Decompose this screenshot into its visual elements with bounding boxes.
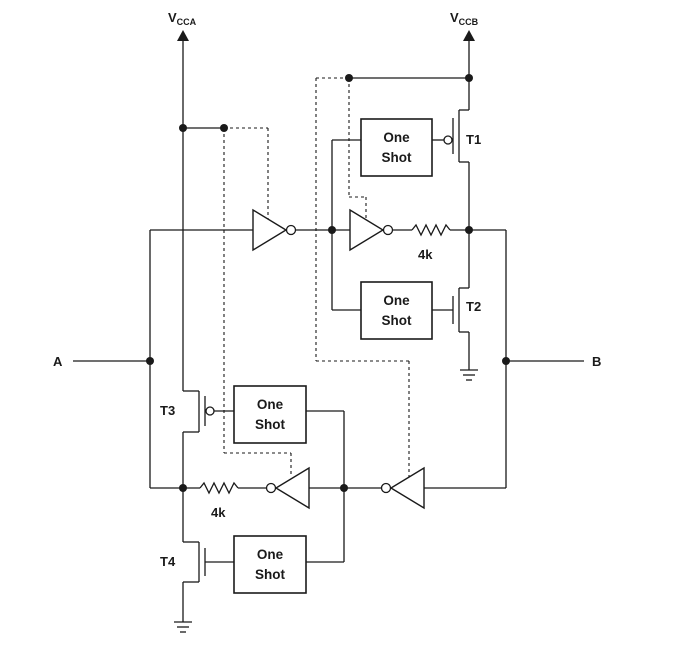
one-shot-4-line2: Shot [255,567,285,582]
one-shot-1: One Shot [360,118,433,177]
buffer-3-icon [389,466,425,510]
one-shot-4: One Shot [233,535,307,594]
enable-dashed-lines [179,74,473,477]
resistor-top-icon [411,223,451,237]
transistor-t3: T3 [160,396,234,488]
port-b: B [502,230,601,488]
one-shot-1-line1: One [383,130,410,145]
one-shot-3-line2: Shot [255,417,285,432]
t1-label: T1 [466,132,481,147]
one-shot-2-line2: Shot [382,313,412,328]
one-shot-2-line1: One [383,293,410,308]
transistor-t2: T2 [432,230,481,370]
t2-label: T2 [466,299,481,314]
buffer-1-icon [252,208,288,252]
transistor-t4: T4 [160,488,234,622]
t4-label: T4 [160,554,176,569]
vccb-arrow-icon [463,30,475,41]
b-to-a-path: 4k [150,410,506,563]
buffer-4-icon [274,466,310,510]
a-to-b-path: 4k [150,139,506,311]
vcca-arrow-icon [177,30,189,41]
vccb-supply: VCCB [450,10,479,110]
one-shot-3: One Shot [233,385,307,444]
vcca-supply: VCCA [168,10,200,402]
t3-label: T3 [160,403,175,418]
port-a: A [53,230,154,488]
ground-a-icon [174,621,192,633]
resistor-bottom-label: 4k [211,505,226,520]
resistor-top-label: 4k [418,247,433,262]
port-a-label: A [53,354,63,369]
one-shot-2: One Shot [360,281,433,340]
transistor-t1: T1 [443,109,481,230]
one-shot-3-line1: One [257,397,284,412]
ground-b-icon [460,369,478,381]
vccb-label: VCCB [450,10,479,27]
port-b-label: B [592,354,601,369]
one-shot-4-line1: One [257,547,284,562]
vcca-label: VCCA [168,10,197,27]
one-shot-1-line2: Shot [382,150,412,165]
buffer-2-icon [349,208,385,252]
resistor-bottom-icon [199,481,239,495]
